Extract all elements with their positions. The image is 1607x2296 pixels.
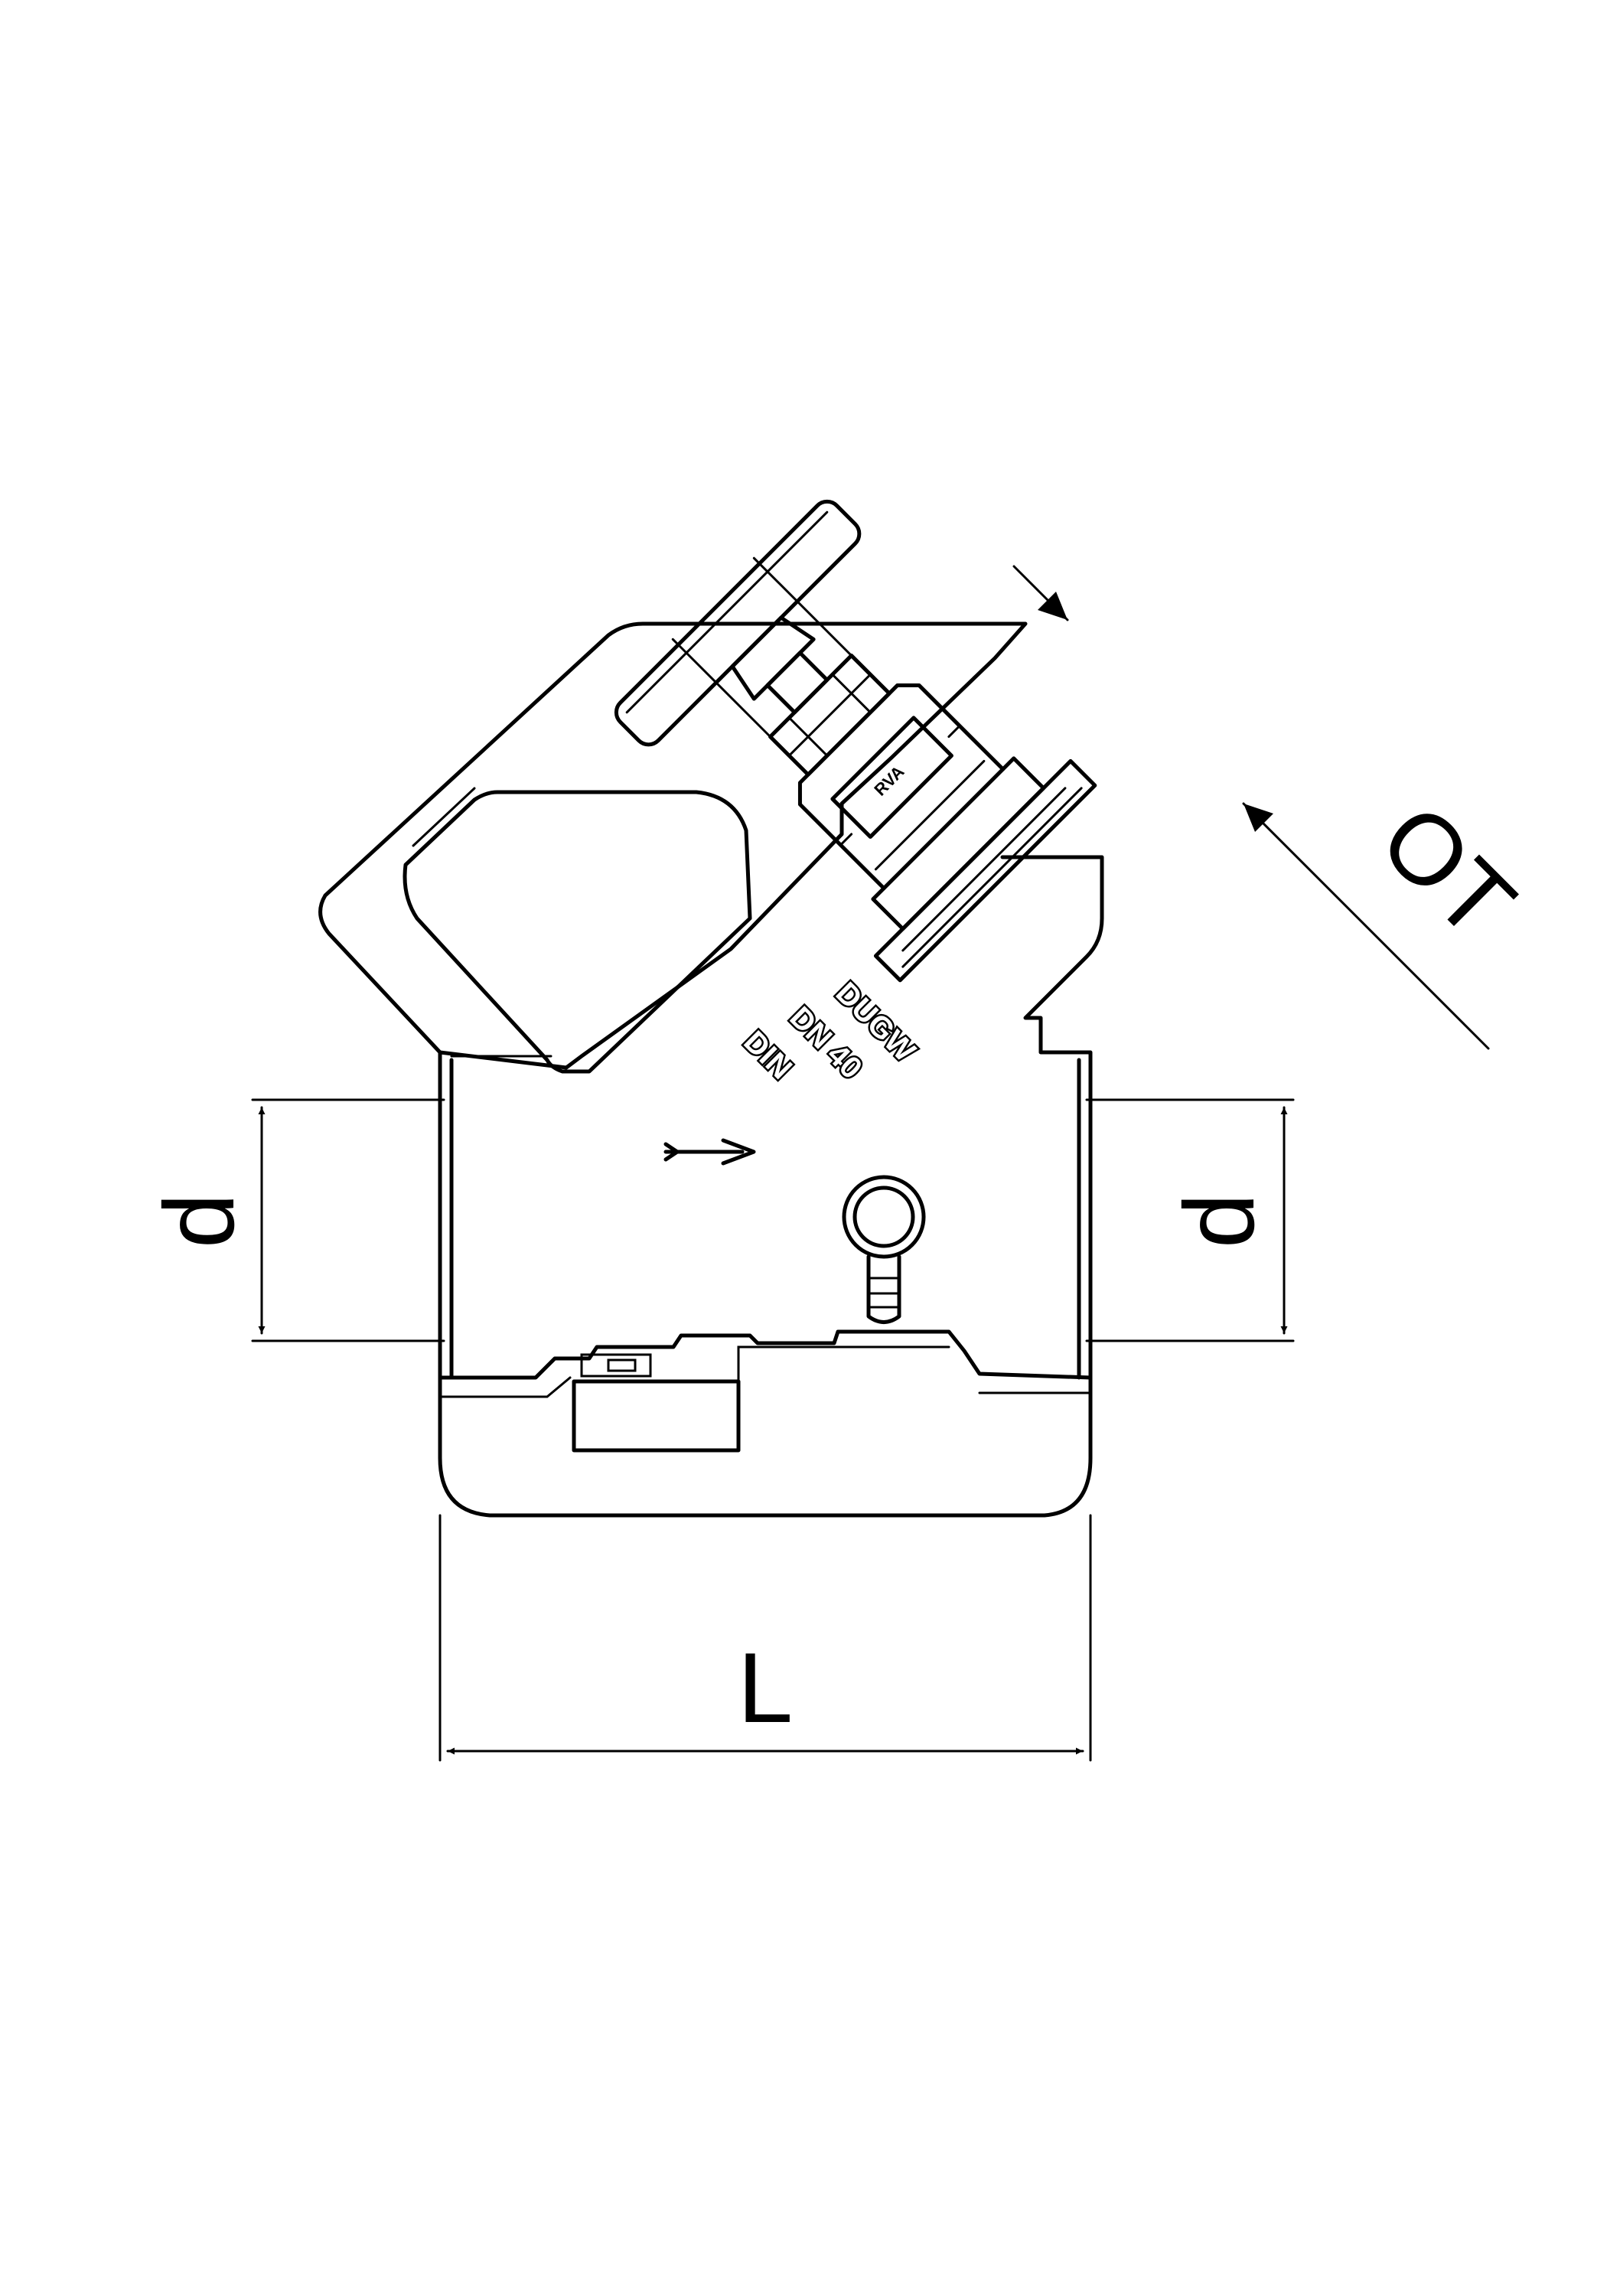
drain-plug-nut — [580, 1353, 652, 1378]
dimension-ot: OT — [1012, 565, 1536, 1050]
test-point-nipple — [866, 1254, 901, 1324]
gland-nut-edges — [787, 673, 872, 757]
bonnet-flange — [873, 758, 1097, 983]
body-markings: DUGW DN 40 DIN — [735, 974, 924, 1088]
flow-direction-arrow — [663, 1138, 756, 1166]
bonnet-collar — [871, 756, 1046, 931]
bonnet-flange-ticks — [901, 787, 1083, 968]
bonnet-marking: RVA — [870, 762, 908, 799]
test-point — [842, 1175, 926, 1324]
marking-din: DIN — [737, 1025, 798, 1086]
valve-body — [318, 621, 1104, 1518]
test-point-ring-inner — [852, 1186, 915, 1248]
dimension-d-right: d — [1085, 1098, 1295, 1342]
ot-arrow-bottom — [1244, 804, 1273, 832]
dimension-l: L — [438, 1514, 1092, 1762]
dimension-label-l: L — [738, 1632, 793, 1743]
test-point-ring-outer — [842, 1175, 926, 1259]
body-angled-housing — [318, 621, 1028, 1070]
handwheel-rim — [625, 510, 829, 714]
valve-stem — [765, 651, 830, 715]
body-inner-window-edge — [412, 787, 553, 1058]
body-inner-window — [403, 790, 752, 1074]
test-point-nipple-ribs — [867, 1277, 901, 1309]
dimension-line — [1242, 802, 1490, 1050]
drain-passage — [737, 1345, 950, 1383]
drain-plug — [572, 1379, 741, 1453]
ot-arrow-top — [1038, 592, 1068, 620]
dimension-label-d-right: d — [1163, 1193, 1275, 1248]
dimension-d-left: d — [143, 1098, 445, 1342]
handwheel — [614, 499, 862, 747]
bonnet-assembly: RVA — [614, 499, 1097, 983]
ot-extension-left — [671, 638, 810, 776]
bonnet-body-steps — [839, 724, 986, 871]
body-main-chamber — [438, 855, 1104, 1518]
dimension-label-ot: OT — [1359, 783, 1536, 960]
ot-extension-right — [752, 556, 891, 695]
bonnet-label-band — [830, 716, 953, 839]
dimension-label-d-left: d — [143, 1193, 255, 1248]
body-bottom-inner — [438, 1376, 1092, 1398]
drain-plug-slot — [607, 1358, 637, 1372]
body-bottom-passage — [438, 1329, 1093, 1380]
